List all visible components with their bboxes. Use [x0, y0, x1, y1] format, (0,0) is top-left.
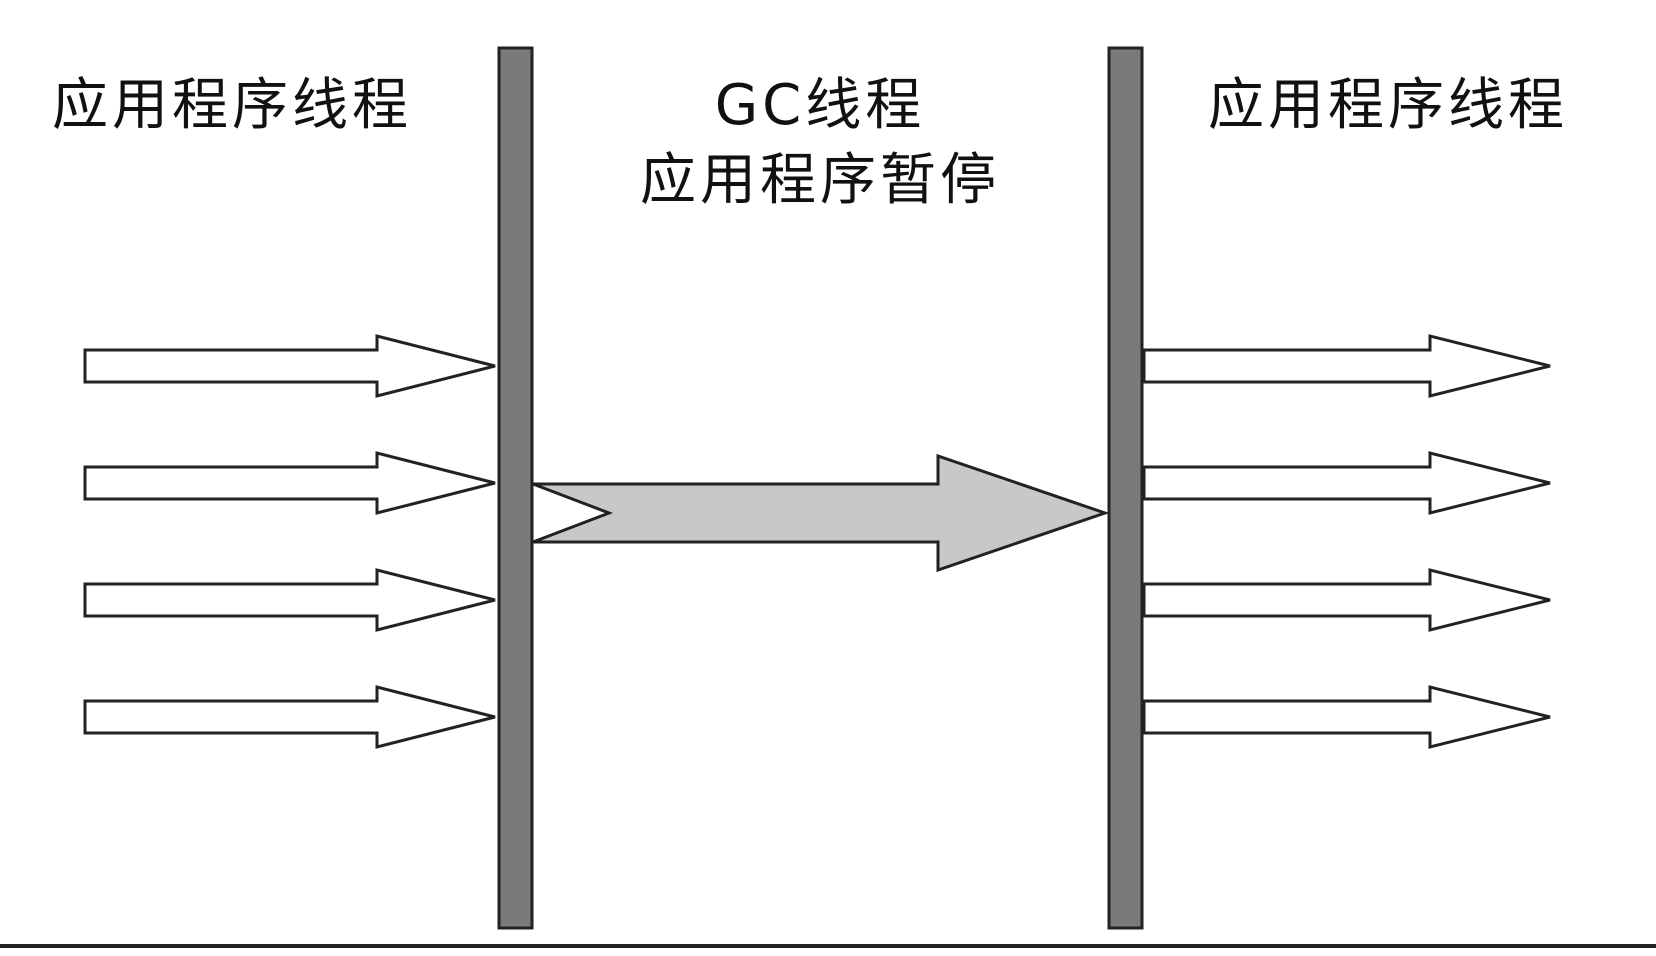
incoming-thread-arrows: [83, 334, 496, 749]
incoming-thread-arrow: [83, 451, 496, 515]
gc-thread-arrow: [532, 453, 1110, 573]
outgoing-thread-arrows: [1142, 334, 1551, 749]
outgoing-thread-arrow: [1142, 685, 1551, 749]
outgoing-thread-arrow: [1142, 334, 1551, 398]
label-application-paused: 应用程序暂停: [640, 148, 1000, 213]
barrier-left: [497, 46, 534, 930]
label-application-threads-right: 应用程序线程: [1208, 73, 1568, 138]
barrier-right: [1107, 46, 1144, 930]
bottom-border: [0, 944, 1656, 948]
outgoing-thread-arrow: [1142, 451, 1551, 515]
incoming-thread-arrow: [83, 568, 496, 632]
outgoing-thread-arrow: [1142, 568, 1551, 632]
label-gc-thread: GC线程: [714, 73, 926, 138]
label-application-threads-left: 应用程序线程: [52, 73, 412, 138]
incoming-thread-arrow: [83, 334, 496, 398]
incoming-thread-arrow: [83, 685, 496, 749]
